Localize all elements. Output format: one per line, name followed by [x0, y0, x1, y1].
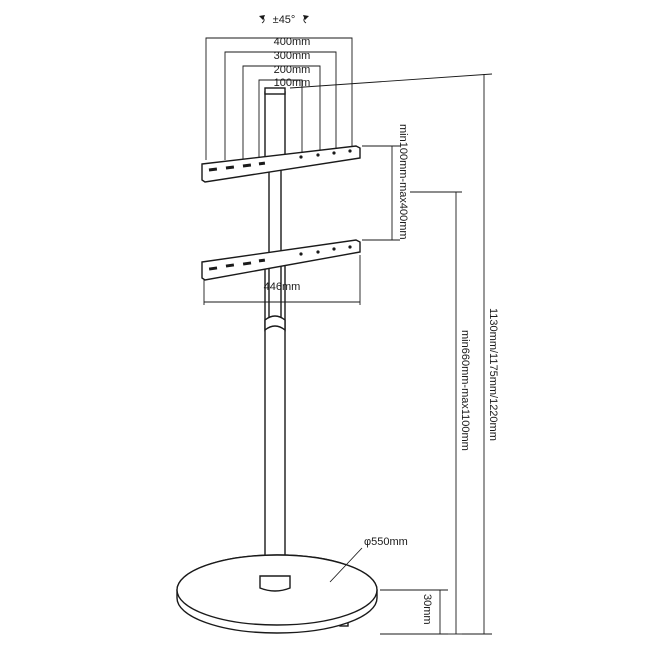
- rotation-indicator: ±45°: [259, 14, 309, 26]
- total-height-label: 1130mm/1175mm/1220mm: [487, 308, 499, 441]
- total-height-dimension: 1130mm/1175mm/1220mm: [289, 73, 499, 635]
- vesa-100-bracket: [258, 79, 303, 160]
- vesa-200-bracket: [242, 65, 321, 160]
- arm-width-dimension: 446mm: [203, 255, 361, 305]
- vesa-300-label: 300mm: [274, 50, 311, 62]
- lower-arm-plate: [201, 239, 361, 281]
- mount-height-label: min660mm-max1100mm: [459, 330, 471, 451]
- base-diameter-label: φ550mm: [364, 536, 408, 548]
- stand-base: φ550mm: [176, 536, 408, 634]
- height-clamp: [264, 315, 286, 332]
- lower-arm-slots: [208, 245, 352, 271]
- vesa-100-label: 100mm: [274, 77, 311, 89]
- base-collar: [259, 575, 291, 592]
- rotation-label: ±45°: [273, 14, 296, 26]
- arm-spacing-label: min100mm-max400mm: [397, 124, 409, 240]
- base-diameter-leader: [329, 547, 363, 583]
- vesa-300-bracket: [224, 51, 337, 160]
- vesa-400-bracket: [205, 37, 353, 160]
- arm-width-label: 446mm: [264, 281, 301, 293]
- pole-top-post: [264, 91, 286, 163]
- base-height-label: 30mm: [421, 594, 433, 625]
- upper-arm-slots: [208, 149, 352, 172]
- upper-arm-plate: [201, 145, 361, 183]
- vesa-400-label: 400mm: [274, 36, 311, 48]
- base-height-dimension: 30mm: [380, 589, 448, 635]
- upper-mount-arm: [201, 145, 361, 183]
- vesa-brackets: 400mm 300mm 200mm 100mm: [205, 36, 353, 160]
- pole-top-cap: [264, 87, 286, 95]
- lower-mount-arm: [201, 239, 361, 281]
- rotation-arrowhead-left-icon: [259, 15, 265, 20]
- arm-spacing-dimension: min100mm-max400mm: [362, 124, 409, 241]
- mount-height-dimension: min660mm-max1100mm: [410, 191, 471, 635]
- pole-inner-section: [268, 169, 282, 261]
- vesa-200-label: 200mm: [274, 64, 311, 76]
- rotation-arrowhead-right-icon: [303, 15, 309, 20]
